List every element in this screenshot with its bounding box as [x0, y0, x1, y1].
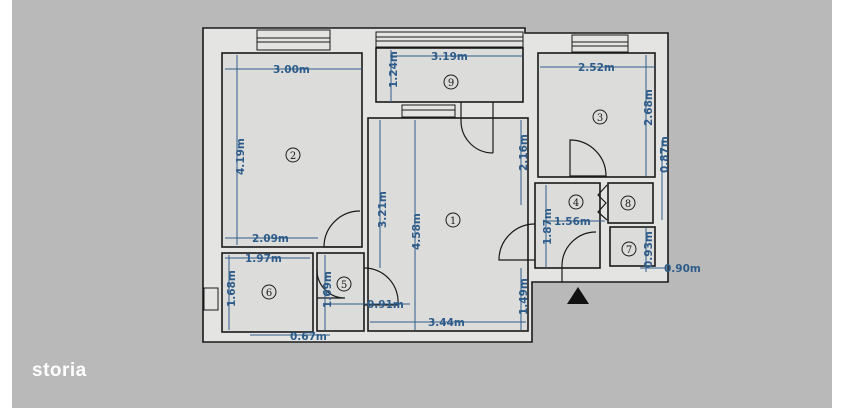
- dim-label: 2.16m: [518, 134, 530, 171]
- dim-label: 1.97m: [245, 253, 282, 265]
- room-number: 8: [625, 199, 631, 210]
- room-6: [221, 252, 314, 333]
- dim-label: 1.69m: [322, 271, 334, 308]
- dim-label: 1.68m: [226, 270, 238, 307]
- dim-label: 2.68m: [643, 89, 655, 126]
- room-8: [607, 182, 654, 224]
- room-number: 2: [290, 151, 296, 162]
- dim-label: 1.87m: [542, 208, 554, 245]
- room-7: [609, 226, 656, 267]
- room-number: 5: [341, 280, 347, 291]
- dim-label: 1.56m: [554, 216, 591, 228]
- room-number: 6: [266, 288, 272, 299]
- dimension-labels: 3.00m 4.19m 2.09m 1.97m 1.68m 0.67m 1.69…: [226, 51, 701, 343]
- dim-label: 3.19m: [431, 51, 468, 63]
- dim-label: 4.19m: [235, 138, 247, 175]
- room-number: 9: [448, 78, 454, 89]
- dim-label: 0.93m: [643, 231, 655, 268]
- room-2: [221, 52, 363, 248]
- dimension-lines: [225, 50, 668, 336]
- windows: [203, 29, 629, 311]
- dim-label: 2.52m: [578, 62, 615, 74]
- room-number: 3: [597, 113, 603, 124]
- room-number: 7: [626, 245, 632, 256]
- dim-label: 3.21m: [377, 191, 389, 228]
- room-3: [537, 52, 656, 178]
- storia-logo: storia: [32, 360, 87, 381]
- doors: [316, 102, 608, 306]
- dim-label: 0.67m: [290, 331, 327, 343]
- room-numbers: 1 2 3 4 5 6 7 8 9: [261, 74, 637, 300]
- dim-label: 3.44m: [428, 317, 465, 329]
- room-number: 1: [450, 216, 456, 227]
- dim-label: 1.24m: [388, 51, 400, 88]
- dim-label: 0.87m: [659, 136, 671, 173]
- dim-label: 0.90m: [664, 263, 701, 275]
- entrance-marker-icon: [567, 287, 589, 304]
- dim-label: 2.09m: [252, 233, 289, 245]
- dim-label: 0.91m: [367, 299, 404, 311]
- dim-label: 3.00m: [273, 64, 310, 76]
- dim-label: 1.49m: [518, 278, 530, 315]
- room-number: 4: [573, 198, 579, 209]
- dim-label: 4.58m: [411, 213, 423, 250]
